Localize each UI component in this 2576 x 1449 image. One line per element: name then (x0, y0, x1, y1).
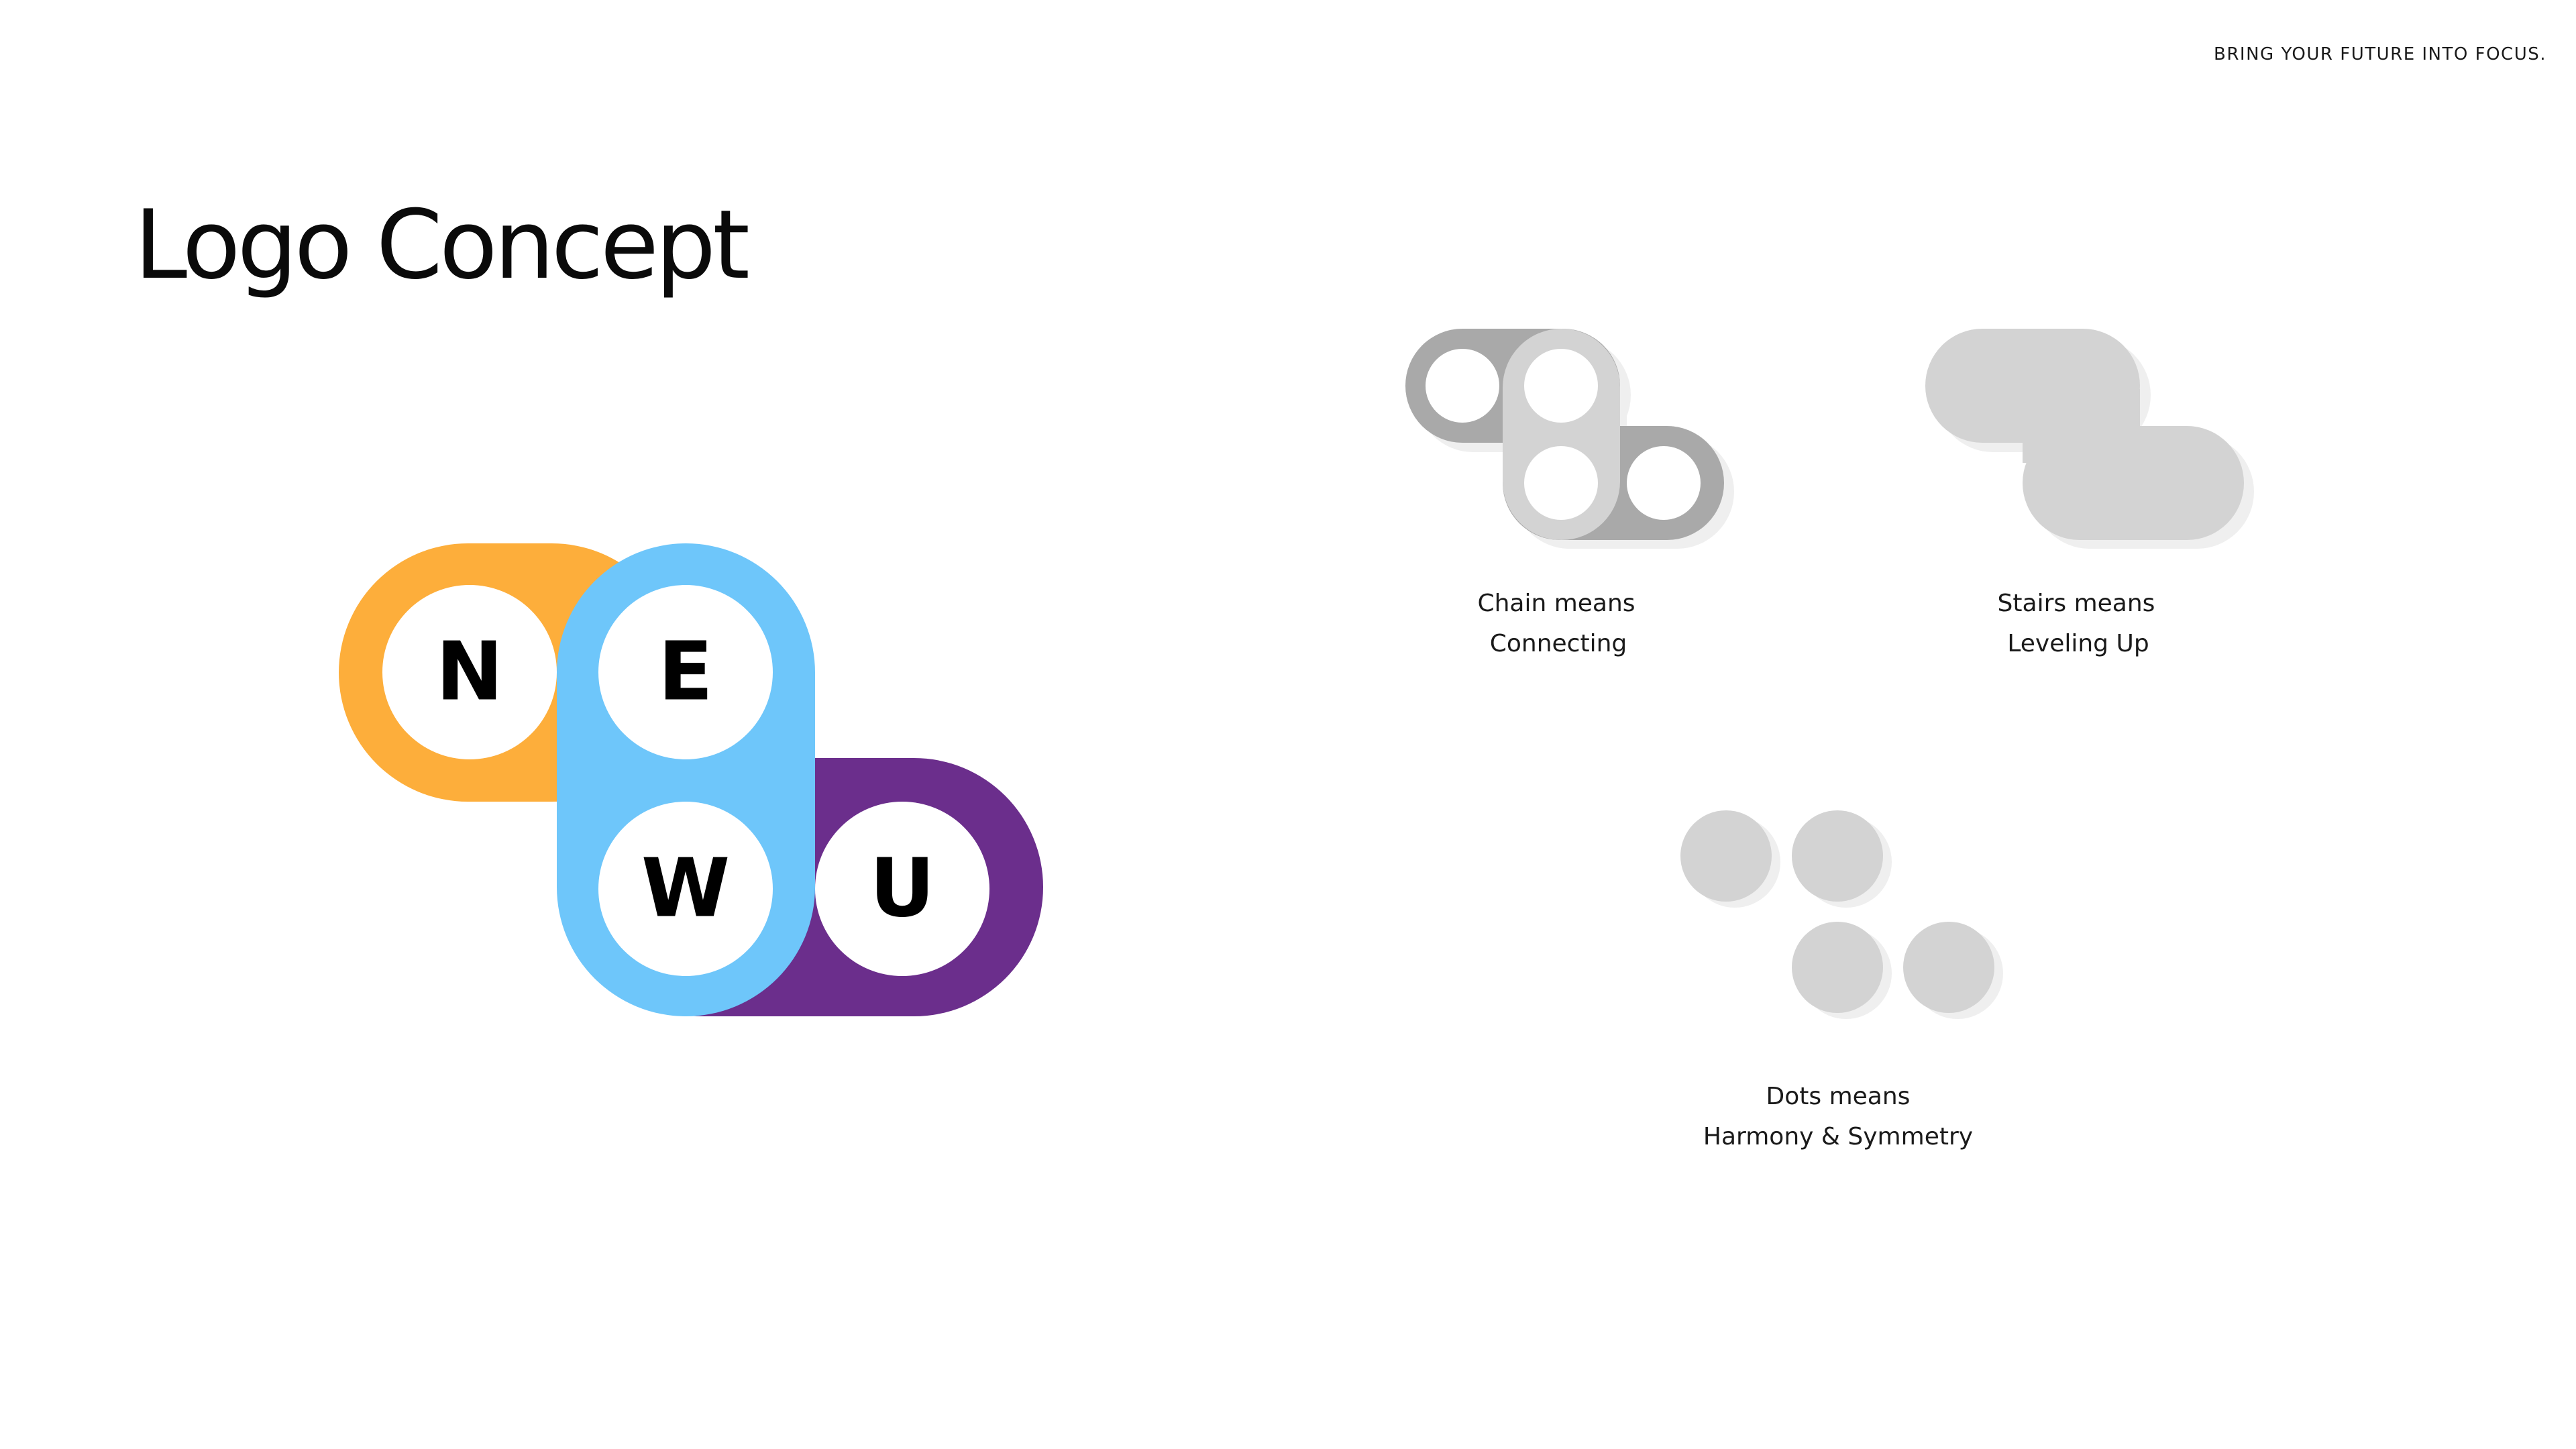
logo-circle-n (382, 585, 557, 759)
stairs-caption-line2: Leveling Up (2007, 630, 2149, 657)
chain-caption: Chain means Connecting (1422, 584, 1690, 664)
stairs-concept-icon (1925, 329, 2261, 557)
chain-caption-line2: Connecting (1489, 630, 1627, 657)
tagline: BRING YOUR FUTURE INTO FOCUS. (2214, 44, 2546, 64)
logo-circle-w (598, 802, 773, 976)
stairs-caption: Stairs means Leveling Up (1942, 584, 2210, 664)
logo-circle-u (815, 802, 989, 976)
logo-circle-e (598, 585, 773, 759)
dots-caption-line2: Harmony & Symmetry (1703, 1123, 1974, 1150)
logo-letter-n: N (436, 626, 503, 719)
stairs-caption-line1: Stairs means (1997, 590, 2155, 617)
logo-letter-w: W (641, 843, 730, 936)
dots-concept-icon (1680, 810, 2016, 1032)
chain-caption-line1: Chain means (1477, 590, 1635, 617)
logo-letter-e: E (658, 626, 713, 719)
dots-caption-line1: Dots means (1766, 1083, 1911, 1110)
newu-logo: N E W U (339, 543, 1043, 1016)
page-title: Logo Concept (134, 190, 750, 301)
dots-caption: Dots means Harmony & Symmetry (1644, 1077, 2033, 1157)
chain-concept-icon (1405, 329, 1741, 557)
logo-letter-u: U (869, 843, 934, 936)
